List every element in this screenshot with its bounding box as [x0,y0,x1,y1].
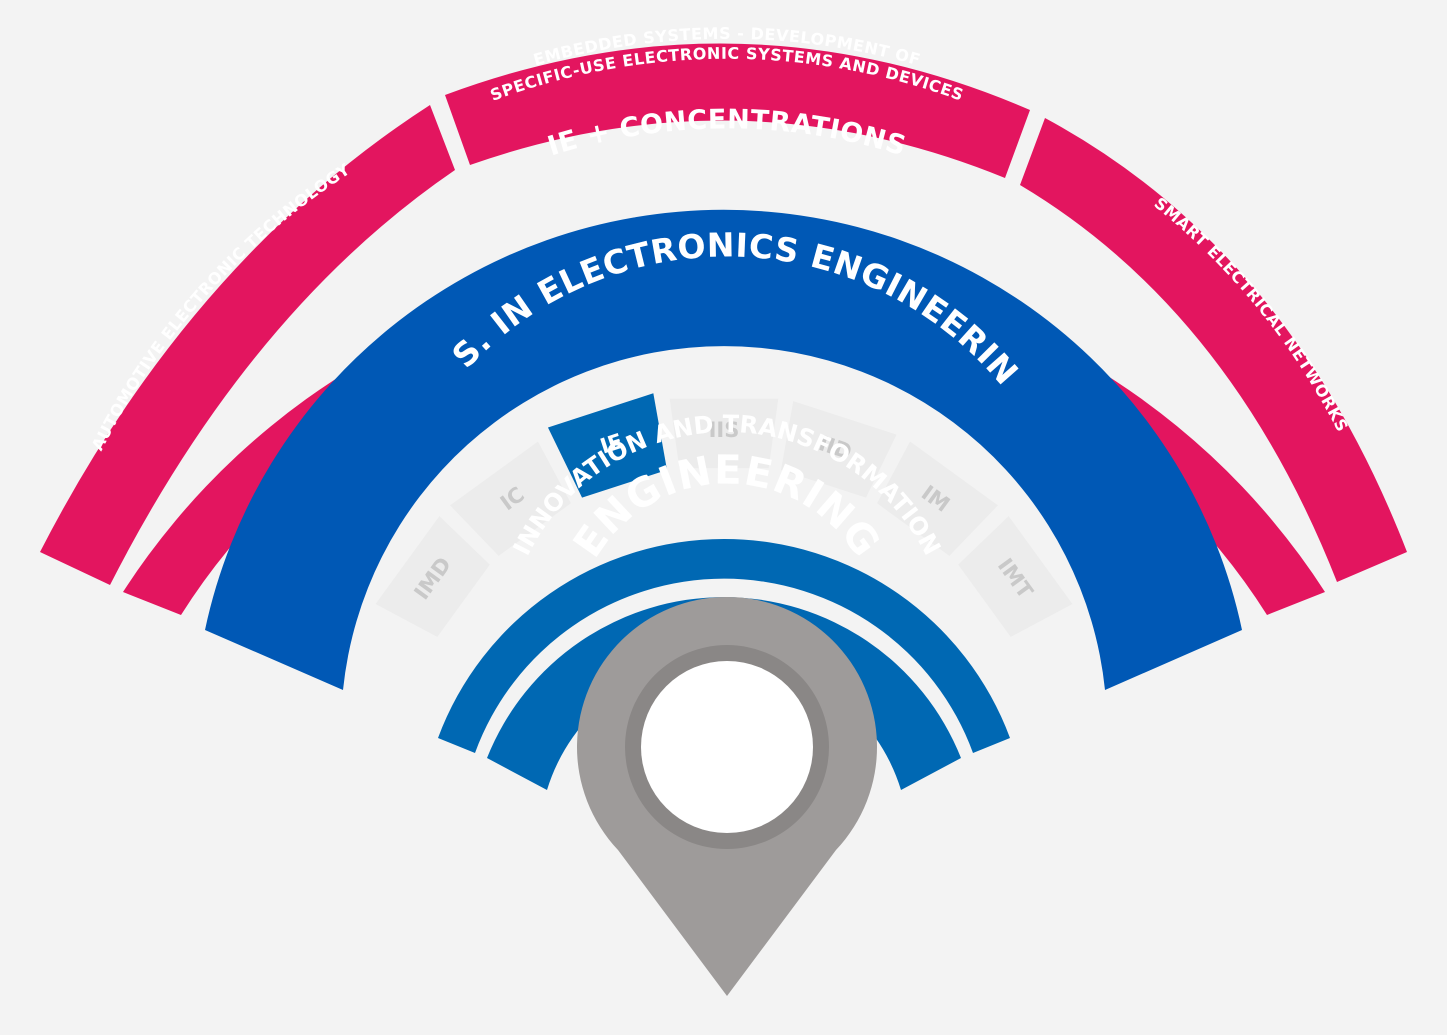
program-tile-im[interactable] [877,441,998,556]
location-pin-icon [576,596,877,996]
program-tile-imd[interactable] [375,516,490,637]
program-tile-ie[interactable] [547,393,668,498]
outer-segment-automotive[interactable] [40,105,455,585]
school-inner-band[interactable] [487,597,961,790]
program-label-iis: IIS [709,418,740,442]
degree-band[interactable] [205,209,1242,690]
outer-ring [40,43,1407,585]
school-outer-band[interactable] [438,538,1010,753]
program-tile-iis[interactable] [669,398,779,469]
outer-segment-smart-networks[interactable] [1020,118,1407,582]
outer-segment-embedded-systems[interactable] [445,43,1030,179]
program-tile-imt[interactable] [958,516,1073,637]
program-tile-ic[interactable] [450,441,571,556]
program-tile-iid[interactable] [780,401,897,498]
